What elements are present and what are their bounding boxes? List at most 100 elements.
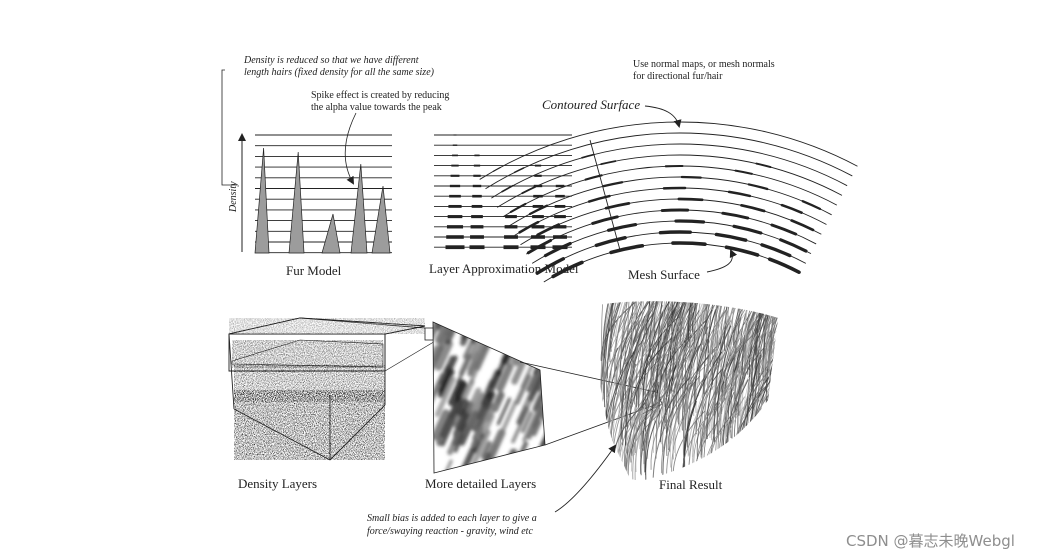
fur-strand [704,315,730,439]
fur-strand [689,301,705,362]
final-result-label: Final Result [659,477,723,492]
fur-strand [612,344,634,450]
mesh-surface-label: Mesh Surface [628,267,700,282]
fur-strand [604,301,641,359]
surface-edge [589,139,621,251]
surface-dash [677,197,704,202]
fur-strand [698,309,727,385]
layer-dash [446,235,464,239]
fur-strand [618,344,654,420]
fur-strand [716,334,733,435]
fur-strand [692,301,711,342]
fur-strand [628,306,655,401]
fur-strand [696,301,720,350]
density-note-line-1: Density is reduced so that we have diffe… [244,55,419,66]
fur-strand [650,301,677,404]
fur-strand [738,311,778,415]
surface-dash [591,215,619,225]
surface-dash [594,235,627,248]
surface-dash [535,257,565,275]
layer-dash [504,225,518,229]
surface-dash [609,243,645,255]
detail-streak [502,322,526,353]
fur-strand [614,312,637,386]
normal-note-line-1: Use normal maps, or mesh normals [633,59,775,70]
fur-strand [774,355,778,444]
detail-streak [433,345,441,373]
layer-dash [472,184,482,188]
fur-strand [725,374,739,437]
detail-streak [510,322,523,323]
fur-strand [692,301,714,333]
detail-streak [490,322,507,330]
surface-arcs [479,121,858,283]
fur-strand [731,301,767,338]
fur-strand [648,301,667,338]
surface-dash [747,183,769,191]
density-note-bracket [221,69,237,186]
fur-strand [733,303,761,408]
fur-strand [771,301,778,398]
fur-strand [613,301,650,378]
layer-dash [555,184,565,188]
fur-strand [724,301,754,351]
detail-streak [466,387,482,414]
fur-strand [624,301,655,364]
fur-strand [640,301,658,357]
fur-spike [371,185,391,254]
fur-strand [763,301,778,357]
surface-dash [734,169,753,175]
layer-dash [470,225,484,229]
detail-streak [467,322,485,337]
layer-dash [534,164,542,167]
detail-streak [485,401,498,423]
detail-streak [514,374,532,405]
detail-streak [519,460,532,473]
fur-strand [614,301,630,377]
fur-strand [771,377,778,468]
fur-strand [773,340,778,415]
surface-dash [584,174,603,181]
fur-strand [751,301,778,392]
fur-strand [697,301,734,342]
layer-dash [446,225,464,229]
surface-dash [740,203,766,213]
fur-strand [679,301,695,341]
detail-streak [476,398,489,420]
fur-strand [768,303,778,380]
layer-dash [505,215,517,219]
fur-model-spikes [254,147,391,254]
fur-strand [714,334,753,410]
layer-dash [471,215,483,219]
watermark: CSDN @暮志未晚Webgl [846,532,1015,550]
fur-strand [678,301,714,394]
fur-strand [654,301,682,340]
fur-strand [637,301,675,408]
contoured-surface-diagram [479,105,858,283]
detail-streak [448,289,461,318]
fur-strand [706,301,729,342]
detail-streak [513,322,529,343]
detail-streak [486,322,508,334]
fur-strand [657,301,670,389]
fur-strand [657,301,692,338]
layer-dash [452,154,458,157]
fur-strand [682,362,695,459]
detail-streak [484,322,503,326]
fur-model-lines [255,134,392,254]
fur-strand [652,382,692,483]
fur-strand [610,320,631,381]
fur-strand [672,301,712,382]
surface-dash [674,219,706,224]
layer-dash [553,225,567,229]
fur-strand [694,339,708,403]
fur-strand [765,364,778,474]
surface-dash [680,175,702,179]
fur-strand [758,415,778,483]
fur-strand [705,301,738,343]
fur-strand [602,301,634,378]
fur-strand [767,394,778,466]
fur-strand [733,346,761,422]
layer-dash [447,215,463,219]
surface-dash [600,160,617,166]
